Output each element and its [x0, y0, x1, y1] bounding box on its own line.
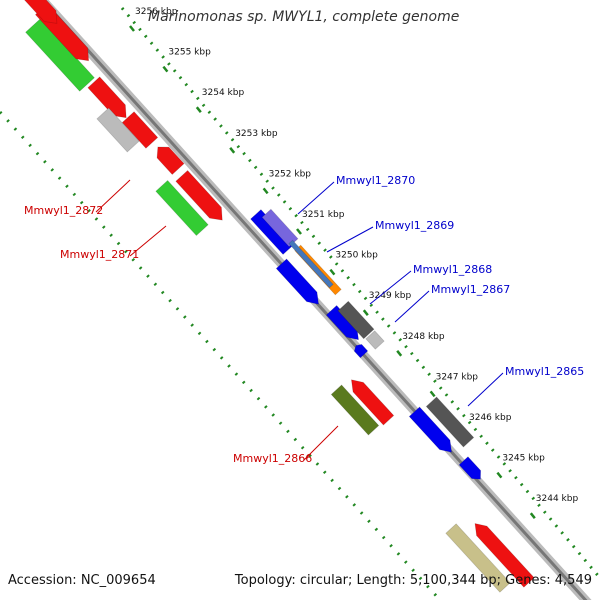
genome-summary-text: Topology: circular; Length: 5,100,344 bp…: [234, 573, 592, 588]
tick-mark: [229, 147, 236, 154]
tick-label: 3253 kbp: [235, 129, 278, 139]
gene-label-mmwyl1-2871: Mmwyl1_2871: [60, 248, 139, 261]
tick-label: 3251 kbp: [302, 210, 345, 220]
gene-blue-5: [458, 456, 482, 480]
tick-mark: [396, 350, 403, 357]
gene-label-mmwyl1-2870: Mmwyl1_2870: [336, 174, 415, 187]
tick-mark: [162, 65, 169, 73]
gene-blue-4-shape: [408, 406, 453, 453]
leader-line: [297, 181, 335, 215]
leader-line: [394, 290, 430, 323]
gene-label-mmwyl1-2872: Mmwyl1_2872: [24, 204, 103, 217]
gene-red-2: [87, 76, 127, 119]
gene-red-3-shape: [121, 111, 159, 149]
tick-mark: [262, 187, 269, 195]
gene-red-6: [474, 522, 535, 588]
gene-gray-1-shape: [337, 300, 375, 340]
gene-mmwyl1-2872: [175, 169, 223, 221]
gene-red-5-shape: [350, 379, 395, 426]
leader-line: [369, 270, 412, 305]
gene-label-mmwyl1-2866: Mmwyl1_2866: [233, 452, 312, 465]
tick-label: 3247 kbp: [436, 372, 479, 382]
gene-mmwyl1-2868-shape: [275, 258, 320, 305]
tick-mark: [129, 25, 135, 32]
tick-label: 3252 kbp: [269, 169, 312, 179]
tick-label: 3245 kbp: [502, 454, 545, 464]
gene-red-4-shape: [156, 146, 185, 176]
gene-lightgray-1: [96, 107, 140, 153]
tick-mark: [362, 309, 369, 316]
gene-red-4: [156, 146, 185, 176]
tick-mark: [429, 390, 436, 398]
outer-dotted-track: [120, 7, 600, 579]
gene-mmwyl1-2871: [155, 179, 209, 237]
tick-mark: [296, 228, 302, 235]
tick-mark: [529, 512, 536, 519]
leader-line: [95, 179, 131, 213]
gene-red-0: [16, 0, 58, 24]
gene-red-6-shape: [474, 522, 535, 588]
tick-label: 3246 kbp: [469, 413, 512, 423]
gene-mmwyl1-2868: [275, 258, 320, 305]
gene-gray-1: [337, 300, 375, 340]
gene-lightgray-2: [365, 330, 385, 350]
gene-red-3: [121, 111, 159, 149]
gene-khaki-1-shape: [445, 523, 511, 593]
tick-label: 3255 kbp: [168, 48, 211, 58]
tick-mark: [496, 471, 503, 479]
tick-label: 3250 kbp: [335, 251, 378, 261]
leader-line: [326, 226, 374, 253]
gene-mmwyl1-2870: [261, 208, 299, 248]
gene-blue-5-shape: [458, 456, 482, 480]
tick-mark: [329, 268, 336, 276]
leader-line: [129, 225, 167, 257]
gene-khaki-1: [445, 523, 511, 593]
gene-lightgray-2-shape: [365, 330, 385, 350]
tick-label: 3256 kbp: [135, 7, 178, 17]
gene-mmwyl1-2865: [425, 396, 475, 448]
gene-label-mmwyl1-2868: Mmwyl1_2868: [413, 263, 492, 276]
gene-mmwyl1-2871-shape: [155, 179, 209, 237]
gene-steel-1: [288, 239, 334, 289]
tick-mark: [195, 106, 202, 113]
tick-label: 3254 kbp: [202, 88, 245, 98]
gene-mmwyl1-2865-shape: [425, 396, 475, 448]
gene-lightgray-1-shape: [96, 107, 140, 153]
gene-blue-3: [353, 343, 369, 359]
leader-line: [467, 372, 504, 407]
gene-label-mmwyl1-2865: Mmwyl1_2865: [505, 365, 584, 378]
genome-title: Marinomonas sp. MWYL1, complete genome: [148, 9, 460, 25]
gene-mmwyl1-2866-shape: [330, 384, 380, 436]
tick-label: 3244 kbp: [536, 494, 579, 504]
gene-red-5: [350, 379, 395, 426]
gene-mmwyl1-2872-shape: [175, 169, 223, 221]
tick-label: 3248 kbp: [402, 332, 445, 342]
leader-line: [303, 425, 339, 461]
tick-label: 3249 kbp: [369, 291, 412, 301]
gene-label-mmwyl1-2869: Mmwyl1_2869: [375, 219, 454, 232]
gene-steel-1-shape: [288, 239, 334, 289]
accession-text: Accession: NC_009654: [8, 573, 156, 588]
gene-red-0-shape: [16, 0, 58, 24]
gene-label-mmwyl1-2867: Mmwyl1_2867: [431, 283, 510, 296]
gene-blue-4: [408, 406, 453, 453]
gene-mmwyl1-2870-shape: [261, 208, 299, 248]
gene-mmwyl1-2866: [330, 384, 380, 436]
gene-blue-3-shape: [353, 343, 369, 359]
gene-red-2-shape: [87, 76, 127, 119]
